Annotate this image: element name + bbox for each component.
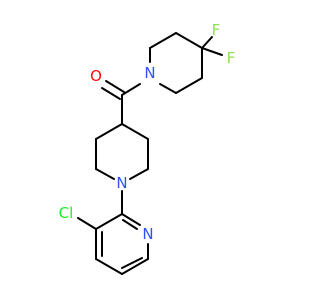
bond-py-c5-c4 [95, 258, 123, 275]
bond-py-c3-c2 [95, 213, 123, 230]
bond-carbonyl-double-b [101, 87, 121, 100]
atom-labels: O N F F N Cl N [59, 21, 236, 243]
atom-nitrogen-amide: N [144, 64, 155, 82]
bond-ring1-c5-c6 [175, 77, 203, 94]
bonds [77, 32, 223, 275]
atom-chlorine: Cl [59, 204, 74, 222]
bond-ring2-c5-c4 [95, 123, 123, 140]
atom-oxygen: O [90, 67, 102, 85]
bond-c-cl [77, 217, 97, 230]
bond-ring1-c6-n [159, 83, 177, 94]
atom-nitrogen-pyridine: N [142, 225, 153, 243]
atom-nitrogen-piperidine: N [116, 174, 127, 192]
bond-ring1-c3-c4 [175, 32, 203, 49]
bond-py-c6-c5-inner [121, 257, 143, 269]
molecule-diagram: O N F F N Cl N [59, 21, 236, 275]
bond-ring2-c4-c3 [121, 123, 149, 140]
bond-py-c6-c5 [121, 258, 149, 275]
atom-fluorine-1: F [212, 21, 221, 39]
bond-carbonyl-amide-n [121, 83, 141, 96]
bond-carbonyl-double-a [105, 80, 125, 93]
bond-c-f1 [201, 36, 213, 49]
bond-ring1-c2-c3 [149, 32, 177, 49]
bond-ring2-n-c6 [95, 168, 115, 180]
bond-c-f2 [201, 47, 223, 56]
atom-fluorine-2: F [227, 49, 236, 67]
bond-py-c2-n [121, 213, 141, 226]
bond-ring2-c2-n [129, 168, 149, 180]
bond-py-c2-n-inner [122, 219, 138, 230]
structure-canvas: O N F F N Cl N [59, 21, 236, 275]
